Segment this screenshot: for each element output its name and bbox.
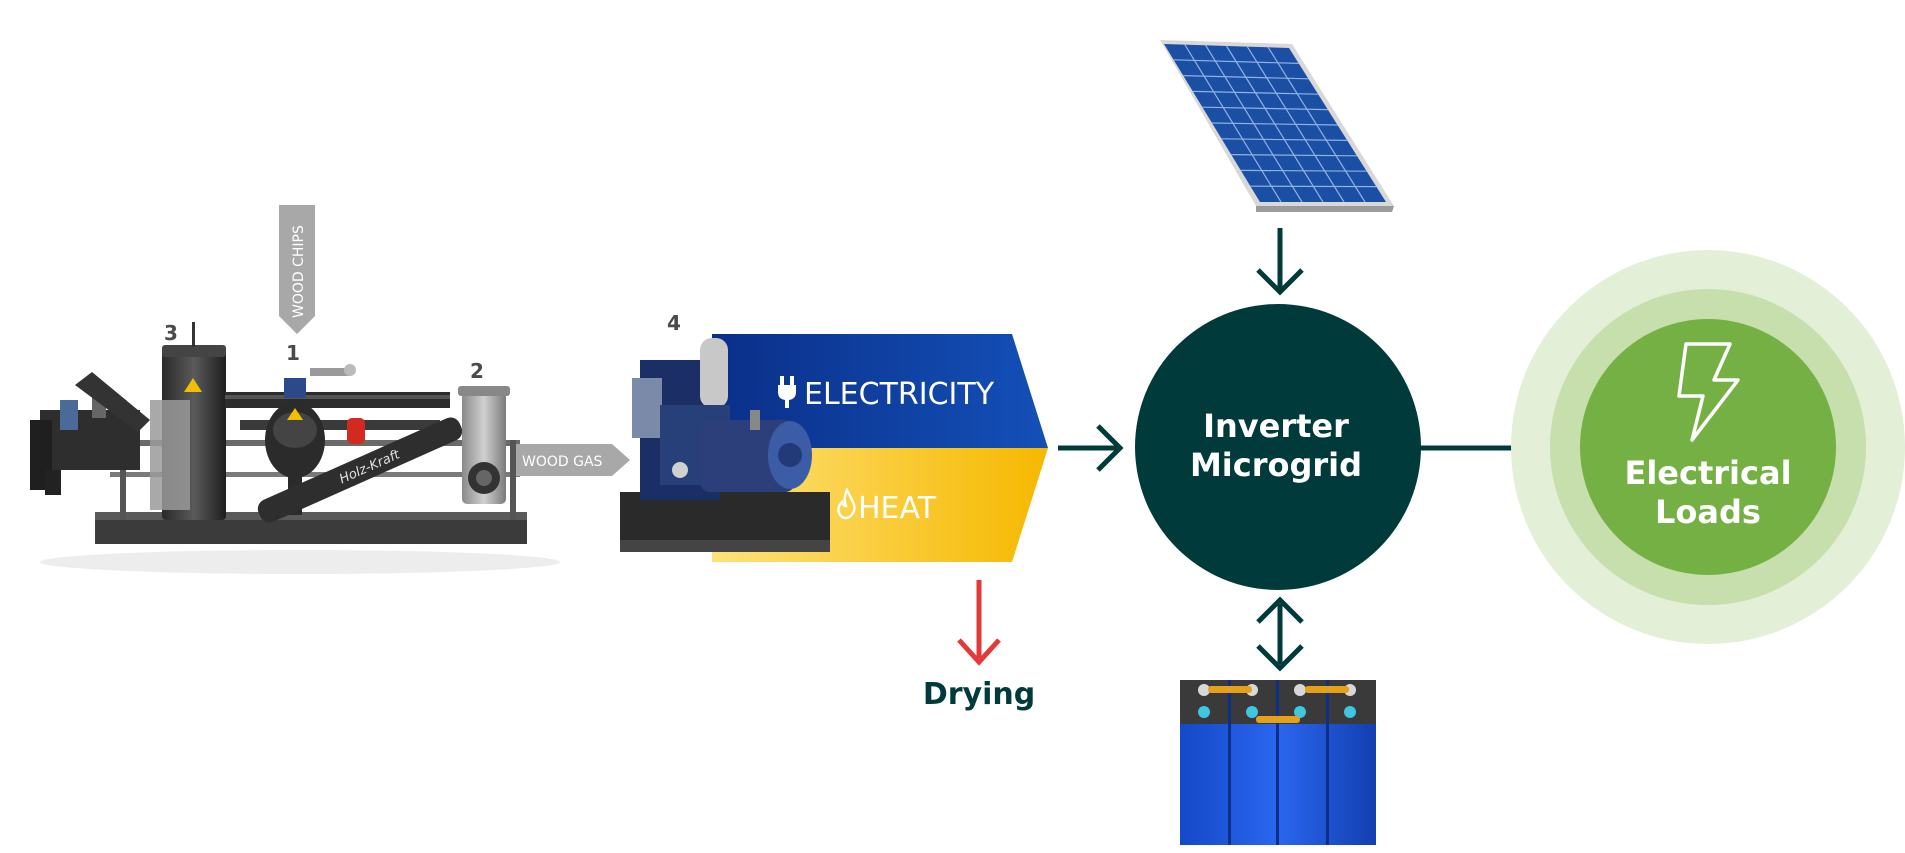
loads-label-line1: Electrical [1624, 454, 1791, 492]
microgrid-label-line1: Inverter [1203, 407, 1349, 445]
heat-label: HEAT [858, 491, 937, 526]
diagonal-pipe [257, 417, 463, 523]
battery-icon [1180, 680, 1376, 845]
component-number-3: 3 [164, 321, 178, 345]
solar-grid-line [1202, 106, 1328, 111]
solar-panel-icon [1160, 40, 1394, 212]
electrical-loads-node: Electrical Loads [1511, 250, 1905, 644]
electricity-band: ELECTRICITY [712, 334, 1048, 448]
battery-terminal [1344, 706, 1356, 718]
drying-arrow [957, 580, 1001, 666]
solar-grid-line [1211, 122, 1338, 126]
component-number-4: 4 [667, 311, 681, 335]
component-number-2: 2 [470, 359, 484, 383]
battery-terminal [1294, 706, 1306, 718]
solar-grid-line [1221, 138, 1348, 141]
component-number-1: 1 [286, 341, 300, 365]
wood-gas-arrow: WOOD GAS [516, 444, 630, 476]
solar-grid-line [1231, 154, 1357, 157]
battery-terminal [1198, 684, 1210, 696]
wood-chips-label: WOOD CHIPS [291, 225, 307, 318]
solar-grid-line [1173, 59, 1299, 64]
microgrid-label-line2: Microgrid [1190, 446, 1362, 484]
flame-icon [837, 487, 856, 520]
lightning-bolt-icon [1677, 342, 1740, 442]
drying-label: Drying [923, 677, 1035, 712]
loads-label-line2: Loads [1655, 493, 1761, 531]
plug-icon [778, 376, 796, 408]
battery-terminal [1246, 706, 1258, 718]
arrow-to-microgrid [1058, 424, 1124, 472]
arrow-microgrid-battery [1256, 596, 1304, 672]
wood-gas-label: WOOD GAS [522, 454, 603, 470]
battery-terminal [1294, 684, 1306, 696]
solar-grid-line [1192, 90, 1319, 95]
gasifier-skid [95, 518, 527, 544]
chp-engine: 4 [620, 311, 830, 552]
solar-grid-line [1183, 75, 1309, 80]
solar-grid [1173, 44, 1377, 203]
solar-grid-line [1240, 169, 1367, 172]
electricity-label: ELECTRICITY [804, 377, 995, 412]
battery-terminal [1198, 706, 1210, 718]
arrow-solar-to-microgrid [1256, 228, 1304, 296]
gasifier-machine: Holz-Kraft 1 2 3 [30, 321, 560, 574]
wood-chips-arrow: WOOD CHIPS [279, 205, 315, 334]
inverter-microgrid-node: Inverter Microgrid [1135, 304, 1421, 590]
